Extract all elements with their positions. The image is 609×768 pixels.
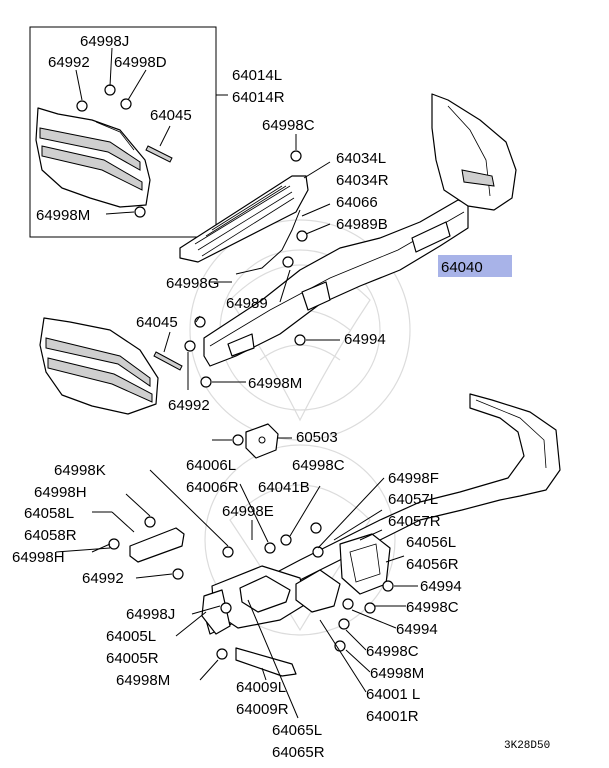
label-60503: 60503 bbox=[296, 429, 338, 446]
label-64034L: 64034L bbox=[336, 150, 386, 167]
label-64998G: 64998G bbox=[166, 275, 219, 292]
label-64998M-b: 64998M bbox=[248, 375, 302, 392]
label-64998E-b: 64998E bbox=[222, 503, 274, 520]
label-64005L: 64005L bbox=[106, 628, 156, 645]
label-64058R: 64058R bbox=[24, 527, 77, 544]
label-64009L: 64009L bbox=[236, 679, 286, 696]
label-64058L: 64058L bbox=[24, 505, 74, 522]
label-64994-c: 64994 bbox=[396, 621, 438, 638]
label-64998J-b: 64998J bbox=[126, 606, 175, 623]
corner-panel-lower bbox=[39, 317, 159, 415]
label-64998H-1: 64998H bbox=[34, 484, 87, 501]
label-64998C-d: 64998C bbox=[366, 643, 419, 660]
label-64001L: 64001 L bbox=[366, 686, 420, 703]
label-64045-b: 64045 bbox=[136, 314, 178, 331]
stay-64009 bbox=[235, 647, 297, 677]
label-64998F: 64998F bbox=[388, 470, 439, 487]
stripe-64045-lower bbox=[153, 351, 183, 371]
label-64057R: 64057R bbox=[388, 513, 441, 530]
center-bracket-cluster bbox=[201, 533, 391, 635]
label-64994-a: 64994 bbox=[344, 331, 386, 348]
label-64998M-a: 64998M bbox=[36, 207, 90, 224]
bracket-64058 bbox=[129, 527, 185, 563]
stripe-64045-upper bbox=[145, 145, 173, 163]
label-64001R: 64001R bbox=[366, 708, 419, 725]
plate-60503 bbox=[245, 423, 279, 459]
label-64005R: 64005R bbox=[106, 650, 159, 667]
label-64998C-a: 64998C bbox=[262, 117, 315, 134]
label-64989B: 64989B bbox=[336, 216, 388, 233]
label-64998M-d: 64998M bbox=[370, 665, 424, 682]
label-64998K: 64998K bbox=[54, 462, 106, 479]
inset-box bbox=[29, 26, 228, 238]
label-64057L: 64057L bbox=[388, 491, 438, 508]
label-64998J: 64998J bbox=[80, 33, 129, 50]
rear-panel-upper bbox=[431, 93, 517, 211]
label-64998H-2: 64998H bbox=[12, 549, 65, 566]
label-64065L: 64065L bbox=[272, 722, 322, 739]
label-64992-b: 64992 bbox=[168, 397, 210, 414]
rod-64066 bbox=[235, 209, 301, 275]
leader-lines bbox=[55, 47, 466, 719]
part-labels: 64998J 64992 64998D 64014L 64014R 64045 … bbox=[12, 33, 550, 761]
label-64041B: 64041B bbox=[258, 479, 310, 496]
corner-panel-upper bbox=[35, 107, 151, 208]
label-64998C-b: 64998C bbox=[292, 457, 345, 474]
label-64045-a: 64045 bbox=[150, 107, 192, 124]
label-64056L: 64056L bbox=[406, 534, 456, 551]
label-64992-a: 64992 bbox=[48, 54, 90, 71]
label-64014R: 64014R bbox=[232, 89, 285, 106]
figure-code: 3K28D50 bbox=[504, 740, 550, 752]
label-64066: 64066 bbox=[336, 194, 378, 211]
label-64034R: 64034R bbox=[336, 172, 389, 189]
label-64006L: 64006L bbox=[186, 457, 236, 474]
label-64994-b: 64994 bbox=[420, 578, 462, 595]
label-64998M-c: 64998M bbox=[116, 672, 170, 689]
step-panel-64034 bbox=[179, 175, 309, 263]
label-64014L: 64014L bbox=[232, 67, 282, 84]
highlight-64040 bbox=[438, 255, 512, 277]
label-64040: 64040 bbox=[441, 259, 483, 276]
bumper-beam-64040 bbox=[203, 199, 469, 367]
label-64056R: 64056R bbox=[406, 556, 459, 573]
label-64998D: 64998D bbox=[114, 54, 167, 71]
label-64006R: 64006R bbox=[186, 479, 239, 496]
label-64992-c: 64992 bbox=[82, 570, 124, 587]
label-64065R: 64065R bbox=[272, 744, 325, 761]
label-64009R: 64009R bbox=[236, 701, 289, 718]
label-64989: 64989 bbox=[226, 295, 268, 312]
label-64998C-c: 64998C bbox=[406, 599, 459, 616]
